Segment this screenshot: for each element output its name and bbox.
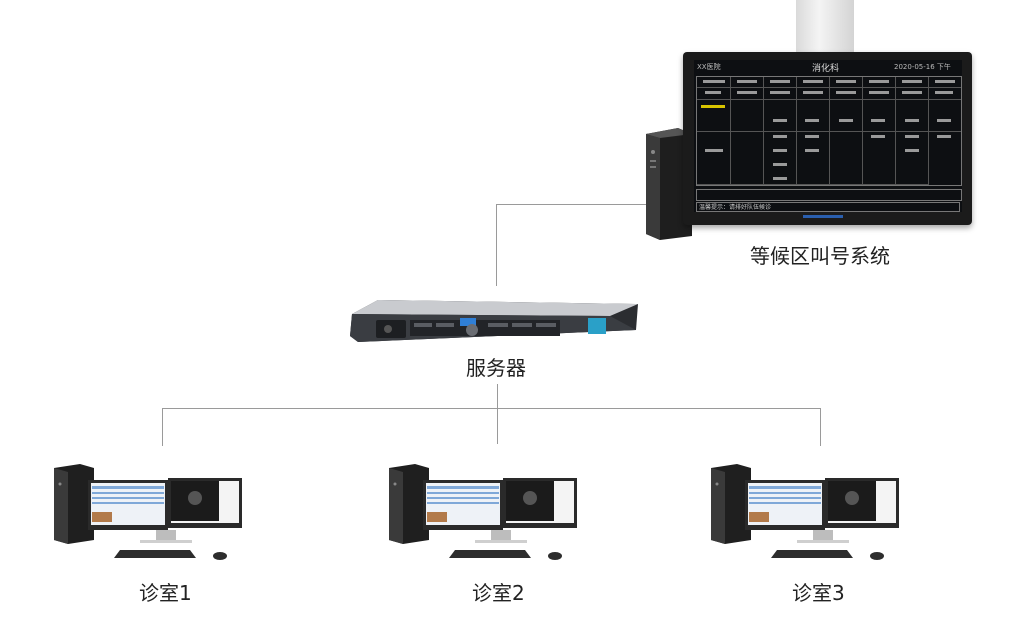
display-brand-strip (803, 215, 843, 218)
workstation-room2 (389, 464, 577, 560)
table-row (697, 131, 961, 132)
display-screen: XX医院 消化科 2020-05-16 下午 (694, 60, 962, 212)
room2-label: 诊室2 (472, 581, 525, 605)
line-bus-horizontal (162, 408, 820, 409)
calling-system-host-pc (646, 128, 692, 240)
server-label: 服务器 (466, 356, 526, 380)
line-server-down (497, 384, 498, 444)
room1-label: 诊室1 (139, 581, 192, 605)
waiting-area-label: 等候区叫号系统 (750, 244, 890, 268)
display-notice: 温馨提示：请排好队伍候诊 (696, 202, 960, 212)
table-row (697, 87, 961, 88)
display-queue-table (696, 76, 962, 186)
line-server-to-display-vertical (496, 204, 497, 286)
display-header-right: 2020-05-16 下午 (894, 63, 951, 71)
line-drop-room3 (820, 408, 821, 446)
line-drop-room1 (162, 408, 163, 446)
ceiling-mount-pole (796, 0, 854, 55)
display-header-left: XX医院 (697, 63, 721, 71)
server-rack-unit (350, 300, 638, 342)
table-cell-marks (701, 80, 955, 180)
waiting-area-display: XX医院 消化科 2020-05-16 下午 (683, 52, 972, 225)
workstation-room1 (54, 464, 242, 560)
line-server-to-display-horizontal (496, 204, 646, 205)
display-header-center: 消化科 (812, 64, 840, 74)
display-header: XX医院 消化科 2020-05-16 下午 (694, 60, 962, 74)
workstation-room3 (711, 464, 899, 560)
display-ticker-bar (696, 189, 962, 201)
table-row (697, 99, 961, 100)
room3-label: 诊室3 (792, 581, 845, 605)
